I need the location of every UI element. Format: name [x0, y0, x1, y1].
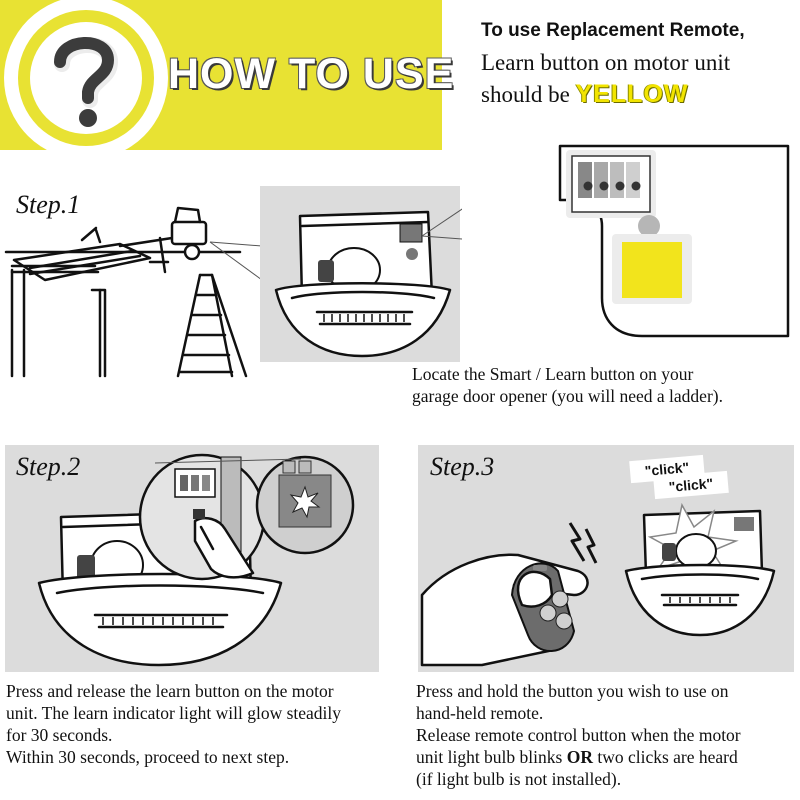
yellow-highlight: YELLOW: [575, 80, 689, 108]
garage-door-illustration: [4, 206, 263, 378]
step3-line-3: Release remote control button when the m…: [416, 725, 741, 745]
question-mark-icon: [54, 37, 119, 127]
step2-label: Step.2: [16, 452, 81, 481]
banner-title: HOW TO USE: [168, 50, 455, 98]
learn-button-callout: [558, 144, 790, 338]
starburst-icon: [289, 485, 321, 519]
step3-line-4: unit light bulb blinks OR two clicks are…: [416, 746, 798, 768]
step1-line-1: Locate the Smart / Learn button on your: [412, 364, 694, 384]
step1-description: Locate the Smart / Learn button on your …: [412, 363, 792, 407]
step3-line-2: hand-held remote.: [416, 703, 544, 723]
opener-unit-illustration: [274, 208, 462, 358]
step3-line-1: Press and hold the button you wish to us…: [416, 681, 729, 701]
step2-line-4: Within 30 seconds, proceed to next step.: [6, 747, 290, 767]
step3-line-4a: unit light bulb blinks: [416, 747, 567, 767]
question-badge: [4, 0, 168, 160]
step3-illustration: [420, 502, 776, 667]
instruction-line-3: should be YELLOW: [481, 80, 796, 109]
instruction-heading: To use Replacement Remote, Learn button …: [481, 20, 796, 109]
step3-description: Press and hold the button you wish to us…: [416, 680, 798, 790]
instruction-line-2: Learn button on motor unit: [481, 50, 731, 75]
step1-line-2: garage door opener (you will need a ladd…: [412, 386, 723, 406]
step2-line-3: for 30 seconds.: [6, 725, 113, 745]
learn-indicator-light: [638, 215, 660, 237]
step2-line-1: Press and release the learn button on th…: [6, 681, 334, 701]
step1-label: Step.1: [16, 190, 81, 219]
lightning-icon: [568, 522, 598, 564]
step3-label: Step.3: [430, 452, 495, 481]
step3-or-emphasis: OR: [566, 747, 593, 767]
step2-illustration: [37, 453, 355, 667]
step3-line-5: (if light bulb is not installed).: [416, 769, 622, 789]
instruction-line-1: To use Replacement Remote,: [481, 20, 745, 41]
learn-button-yellow: [622, 242, 682, 298]
step3-line-4b: two clicks are heard: [592, 747, 738, 767]
step2-line-2: unit. The learn indicator light will glo…: [6, 703, 342, 723]
instruction-line-3-prefix: should be: [481, 82, 576, 107]
step2-description: Press and release the learn button on th…: [6, 680, 386, 768]
